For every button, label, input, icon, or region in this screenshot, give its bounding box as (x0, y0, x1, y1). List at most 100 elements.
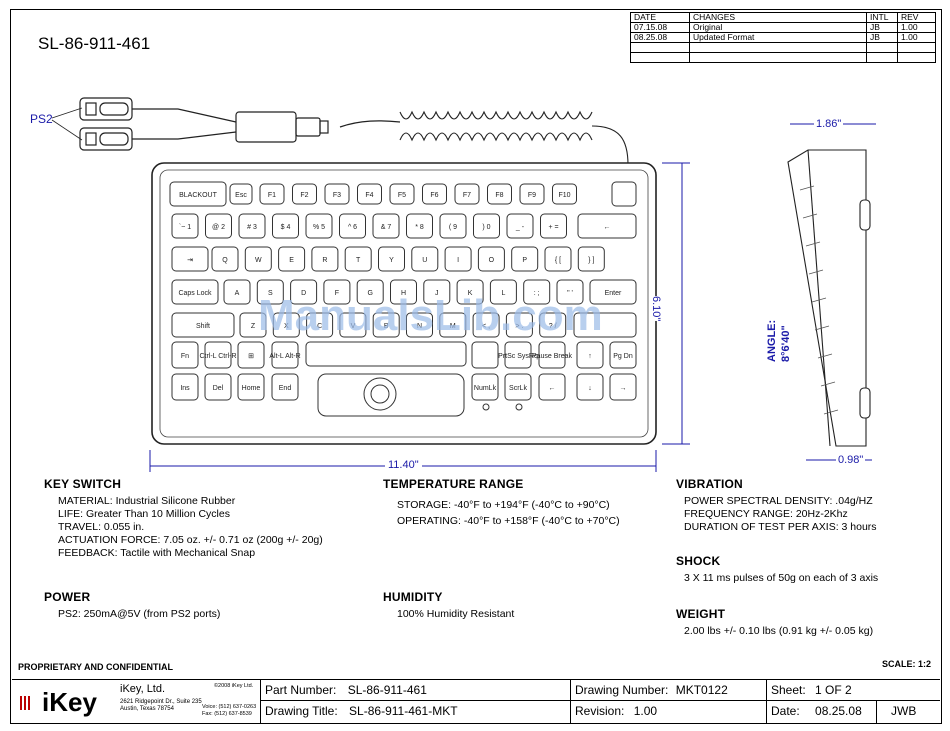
humidity-section: HUMIDITY 100% Humidity Resistant (383, 590, 514, 621)
key-letter: W (244, 246, 272, 272)
key-label: > . (515, 323, 523, 330)
key-enter: Enter (589, 279, 637, 305)
key-label: G (367, 290, 372, 297)
key-label: B (384, 323, 389, 330)
revision-value: 1.00 (633, 704, 658, 718)
angle-label: ANGLE: (766, 320, 778, 362)
part-number-cell: Part Number: SL-86-911-461 (260, 680, 570, 701)
drawing-number-cell: Drawing Number: MKT0122 (570, 680, 766, 701)
key-shift-right (573, 312, 637, 338)
key-label: T (356, 257, 361, 264)
side-view (787, 149, 871, 447)
key-letter: L (489, 279, 517, 305)
key-ctrl: Ctrl-L Ctrl-R (199, 341, 237, 369)
drawing-number-label: Drawing Number: (575, 683, 669, 697)
spec-line: FREQUENCY RANGE: 20Hz-2Khz (684, 508, 848, 520)
key-fn: Fn (171, 341, 199, 369)
scale-label: SCALE: 1:2 (882, 659, 932, 669)
key-label: { [ (555, 257, 561, 264)
key-down: ↓ (576, 373, 604, 401)
key-label: Enter (605, 290, 622, 297)
address-line: 2621 Ridgepoint Dr., Suite 235 (120, 699, 202, 705)
key-label: Del (213, 385, 224, 392)
key-label: Ctrl-L Ctrl-R (199, 353, 236, 360)
spec-line: 100% Humidity Resistant (397, 608, 515, 620)
key-label: F9 (528, 192, 536, 199)
key-label: L (501, 290, 505, 297)
key-label: Z (251, 323, 256, 330)
revision-cell: Revision: 1.00 (570, 701, 766, 723)
key-scrlk: ScrLk (504, 373, 532, 401)
key-letter: C (306, 312, 334, 338)
key-pause: Pause Break (532, 341, 573, 369)
key-label: Q (222, 257, 228, 264)
key-label: " ' (567, 290, 573, 297)
key-number: _ - (506, 213, 534, 239)
date-value: 08.25.08 (815, 704, 862, 718)
ps2-connector-icon (79, 97, 401, 151)
dim-width-label: 11.40" (385, 459, 422, 471)
vibration-section: VIBRATION POWER SPECTRAL DENSITY: .04g/H… (676, 477, 877, 534)
key-menu (471, 341, 499, 369)
key-label: ⇥ (187, 257, 193, 264)
key-label: F8 (495, 192, 503, 199)
date-label: Date: (771, 704, 800, 718)
key-label: < , (482, 323, 490, 330)
spec-line: STORAGE: -40°F to +194°F (-40°C to +90°C… (397, 499, 610, 511)
section-title: WEIGHT (676, 607, 726, 621)
drawing-number-value: MKT0122 (675, 683, 728, 697)
key-label: Fn (181, 353, 189, 360)
ps2-label: PS2 (30, 112, 53, 126)
voice-number: Voice: (512) 637-0263 (202, 704, 257, 710)
company-name: iKey, Ltd. (120, 683, 166, 695)
dim-depth-bottom-label: 0.98" (836, 454, 866, 466)
section-title: HUMIDITY (383, 590, 443, 604)
key-label: _ - (515, 224, 525, 231)
section-title: KEY SWITCH (44, 477, 122, 491)
key-label: ← (549, 385, 556, 392)
key-label: F5 (398, 192, 406, 199)
key-label: R (322, 257, 327, 264)
key-label: D (301, 290, 306, 297)
copyright: ©2008 iKey Ltd. (214, 683, 254, 689)
key-letter: N (406, 312, 433, 338)
weight-section: WEIGHT 2.00 lbs +/- 0.10 lbs (0.91 kg +/… (676, 607, 873, 638)
key-letter: V (339, 312, 367, 338)
key-space (305, 341, 467, 367)
key-label: E (289, 257, 294, 264)
key-letter: S (256, 279, 284, 305)
key-label: ScrLk (509, 385, 527, 392)
key-label: @ 2 (212, 224, 225, 231)
drawing-title-cell: Drawing Title: SL-86-911-461-MKT (260, 701, 570, 723)
key-label: + = (548, 224, 558, 231)
key-f4: F4 (357, 183, 382, 205)
key-label: N (417, 323, 422, 330)
key-letter: Q (211, 246, 239, 272)
key-f6: F6 (422, 183, 447, 205)
key-number: % 5 (305, 213, 333, 239)
key-label: P (522, 257, 527, 264)
key-shift: Shift (171, 312, 235, 338)
key-number: @ 2 (205, 213, 232, 239)
sheet-label: Sheet: (771, 683, 806, 697)
key-label: BLACKOUT (179, 192, 217, 199)
key-label: Home (242, 385, 261, 392)
key-label: F10 (558, 192, 570, 199)
key-light (611, 181, 637, 207)
key-number: ^ 6 (339, 213, 366, 239)
key-label: X (284, 323, 289, 330)
initials-cell: JWB (876, 701, 940, 723)
spec-line: ACTUATION FORCE: 7.05 oz. +/- 0.71 oz (2… (58, 534, 323, 546)
initials-value: JWB (891, 704, 917, 718)
key-letter: " ' (556, 279, 584, 305)
key-label: S (268, 290, 273, 297)
key-label: : ; (534, 290, 540, 297)
key-number: & 7 (372, 213, 400, 239)
key-label: M (450, 323, 456, 330)
model-number: SL-86-911-461 (38, 34, 151, 53)
dim-height-label: 6.10" (650, 296, 662, 322)
key-letter: T (344, 246, 372, 272)
key-f7: F7 (454, 183, 480, 205)
key-f3: F3 (324, 183, 350, 205)
key-label: $ 4 (281, 224, 291, 231)
